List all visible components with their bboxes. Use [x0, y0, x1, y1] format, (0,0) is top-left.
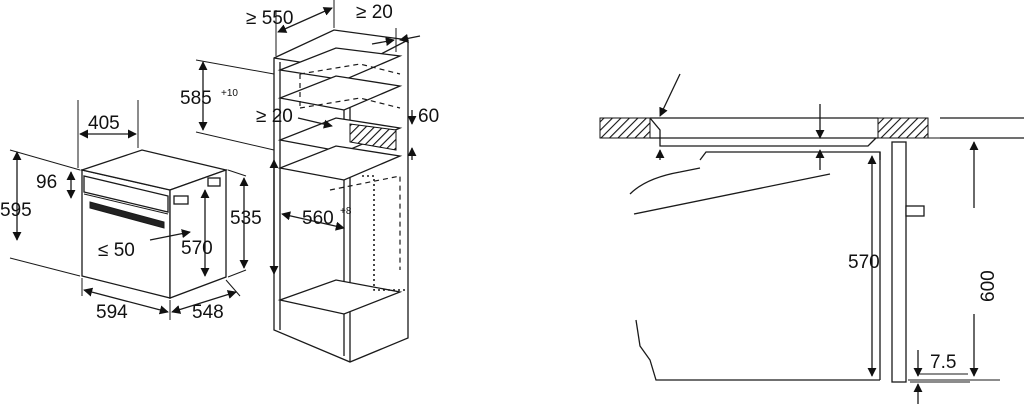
label-oven-depth-top: 405 [88, 113, 120, 134]
label-panel-height: 96 [36, 172, 57, 193]
label-vent-gap: 60 [418, 106, 439, 127]
label-oven-depth: 548 [192, 302, 224, 323]
cabinet-shelf [277, 145, 403, 181]
label-cab-side-gap: ≥ 20 [356, 2, 393, 23]
oven-door-section [891, 141, 907, 383]
label-oven-height: 595 [0, 200, 32, 221]
label-niche-width: 560 [302, 208, 334, 229]
label-handle-gap: ≤ 50 [98, 240, 135, 261]
label-niche-inner-height: 535 [230, 208, 262, 229]
label-side-total-height: 600 [978, 270, 999, 302]
oven-handle [89, 201, 165, 229]
oven-knob [905, 205, 925, 217]
cabinet-shelf [277, 75, 403, 111]
oven-panel [83, 175, 169, 213]
label-oven-body-height: 570 [181, 238, 213, 259]
label-niche-height: 585 [180, 88, 212, 109]
worktop-left [599, 117, 651, 139]
label-niche-width-tol: +8 [340, 206, 352, 217]
label-vent-depth: ≥ 20 [256, 106, 293, 127]
cabinet-drawing [195, 0, 421, 363]
oven-drawing [9, 100, 249, 320]
vent-opening [349, 123, 397, 151]
label-cab-depth: ≥ 550 [246, 8, 293, 29]
cabinet-shelf-bottom [277, 279, 403, 315]
dimension-labels: 405 595 96 ≤ 50 570 594 548 ≥ 550 ≥ 20 5… [0, 2, 999, 373]
label-oven-width: 594 [96, 302, 128, 323]
oven-bracket [207, 177, 221, 187]
label-niche-height-tol: +10 [221, 88, 238, 99]
label-side-bottom-gap: 7.5 [930, 352, 956, 373]
oven-bracket [173, 195, 189, 205]
label-side-inner-height: 570 [848, 252, 880, 273]
worktop-right [877, 117, 929, 139]
side-section-drawing [599, 73, 1024, 404]
